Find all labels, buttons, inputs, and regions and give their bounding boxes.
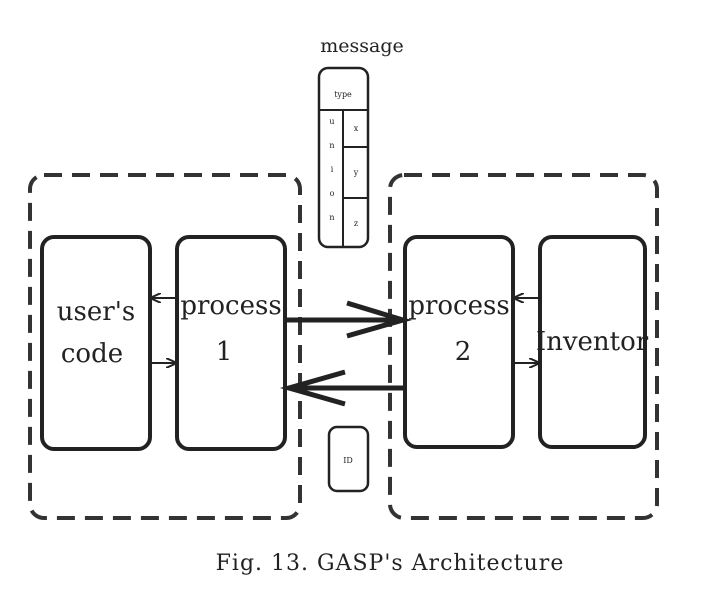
inventor-box: Inventor xyxy=(536,235,649,449)
right-group-boundary xyxy=(388,173,659,520)
left-group-boundary xyxy=(28,173,302,520)
process-1-box: process 1 xyxy=(175,235,287,451)
process-1-line-1: process xyxy=(180,291,281,321)
users-code-box: user's code xyxy=(40,235,152,451)
figure-caption: Fig. 13. GASP's Architecture xyxy=(216,551,565,576)
field-z: z xyxy=(354,219,358,228)
union-letter-1: u xyxy=(329,117,334,126)
union-letter-2: n xyxy=(329,141,334,150)
arrow-process1-to-process2 xyxy=(285,300,412,339)
users-code-line-2: code xyxy=(61,339,123,369)
process-2-line-2: 2 xyxy=(455,337,472,367)
process-2-box: process 2 xyxy=(403,235,515,449)
id-box: ID xyxy=(327,425,370,493)
union-letter-3: i xyxy=(331,165,334,174)
field-x: x xyxy=(354,124,359,133)
arrow-process2-to-process1 xyxy=(279,369,405,407)
process-1-line-2: 1 xyxy=(216,337,233,367)
union-letter-5: n xyxy=(329,213,334,222)
process-2-line-1: process xyxy=(408,291,509,321)
message-box: type u n i o n x y z xyxy=(317,66,370,249)
message-label: message xyxy=(320,35,404,57)
id-label: ID xyxy=(343,456,353,465)
field-y: y xyxy=(353,168,359,177)
inventor-label: Inventor xyxy=(536,327,649,357)
union-letter-4: o xyxy=(330,189,335,198)
users-code-line-1: user's xyxy=(57,297,135,327)
message-type-field: type xyxy=(334,90,352,99)
